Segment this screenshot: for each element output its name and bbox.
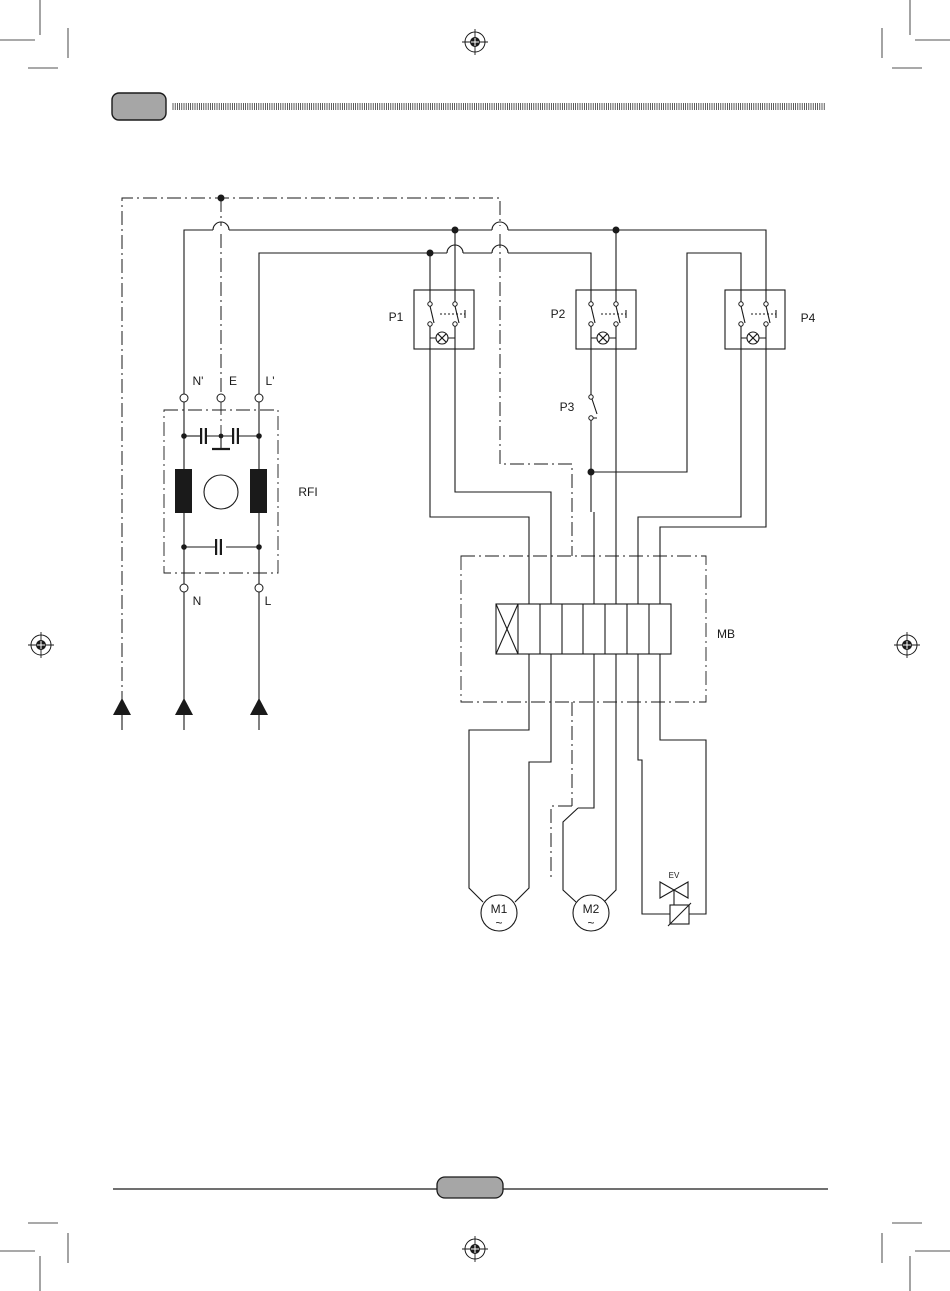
earth-supply-arrow xyxy=(113,698,131,715)
earth-wiring xyxy=(122,198,572,878)
terminal-label-neutral-in: N xyxy=(193,594,202,608)
switch-p3: P3 xyxy=(560,395,597,420)
motor-ac-symbol-m1: ~ xyxy=(495,916,502,930)
footer xyxy=(113,1177,828,1198)
motor-m2: M2 ~ xyxy=(573,895,609,931)
registration-mark xyxy=(894,632,920,658)
switch-label-p4: P4 xyxy=(801,311,816,325)
line-supply-arrow xyxy=(250,698,268,715)
terminal-label-neutral-out: N' xyxy=(193,374,204,388)
switch-label-p1: P1 xyxy=(389,310,404,324)
junction-dots xyxy=(218,195,620,476)
switch-label-p3: P3 xyxy=(560,400,575,414)
registration-marks xyxy=(28,29,920,1262)
header xyxy=(112,93,824,120)
main-board-label: MB xyxy=(717,627,735,641)
switch-label-p2: P2 xyxy=(551,307,566,321)
header-ruler xyxy=(173,103,824,110)
header-tab xyxy=(112,93,166,120)
page-number-tab xyxy=(437,1177,503,1198)
motor-m1: M1 ~ xyxy=(481,895,517,931)
main-board: MB xyxy=(461,556,735,702)
switch-p1: P1 xyxy=(389,290,474,349)
terminal-label-earth: E xyxy=(229,374,237,388)
rfi-label: RFI xyxy=(298,485,317,499)
registration-mark xyxy=(462,29,488,55)
motor-label-m2: M2 xyxy=(583,902,600,916)
terminal-label-line-out: L' xyxy=(266,374,275,388)
valve-label: EV xyxy=(669,871,680,880)
supply-arrows xyxy=(113,698,268,715)
registration-mark xyxy=(28,632,54,658)
motor-ac-symbol-m2: ~ xyxy=(587,916,594,930)
rfi-filter: RFI N' E L' N L xyxy=(164,374,318,608)
neutral-supply-arrow xyxy=(175,698,193,715)
registration-mark xyxy=(462,1236,488,1262)
terminal-label-line-in: L xyxy=(265,594,272,608)
switch-p2: P2 xyxy=(551,290,636,349)
motor-label-m1: M1 xyxy=(491,902,508,916)
switch-p4: P4 xyxy=(725,290,816,349)
solenoid-valve: EV xyxy=(660,871,691,926)
power-wiring xyxy=(122,222,766,914)
